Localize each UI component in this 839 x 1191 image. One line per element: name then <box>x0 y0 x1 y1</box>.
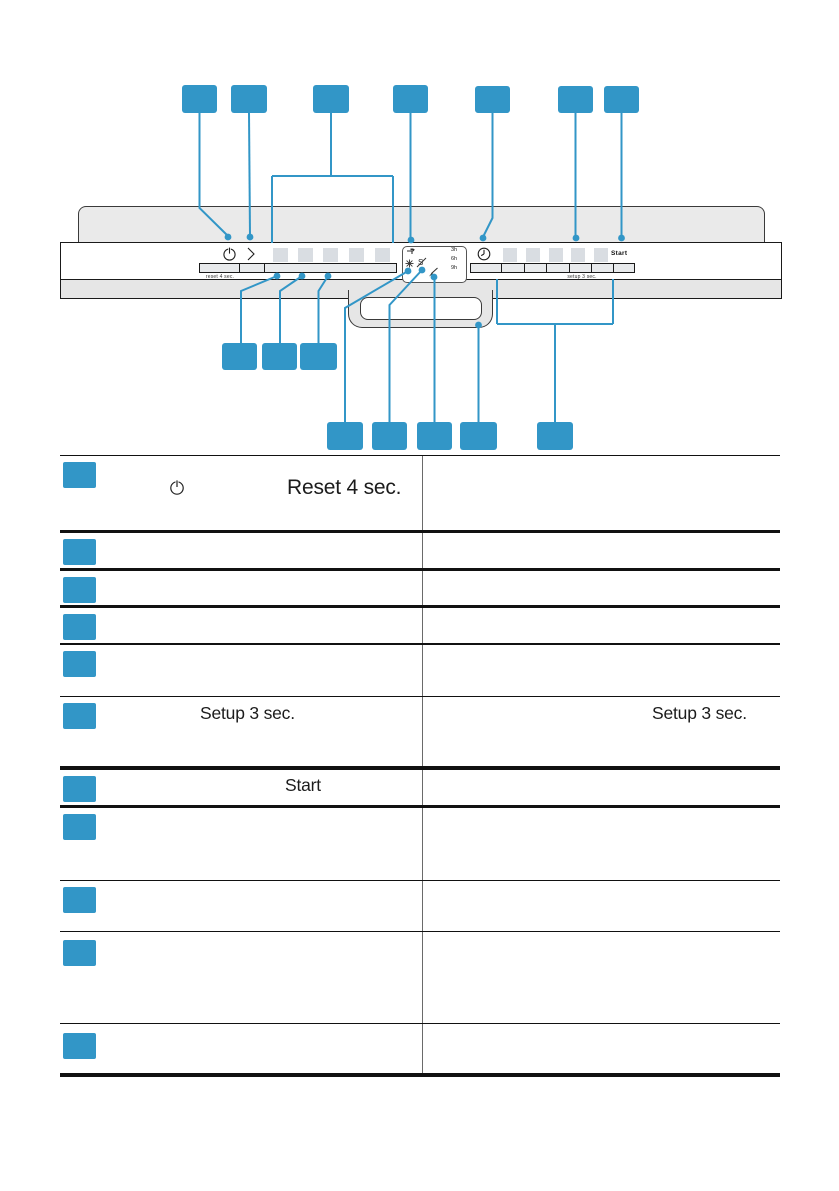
callout-box-middle-2 <box>262 343 297 370</box>
table-row-7: Start <box>60 770 780 808</box>
time-delay-clock-icon <box>477 247 491 261</box>
row-1-left-text: Reset 4 sec. <box>287 476 402 499</box>
bar-divider <box>590 264 592 272</box>
bar-divider <box>501 264 503 272</box>
callout-number-box <box>63 614 96 640</box>
bar-divider <box>568 264 570 272</box>
callout-number-box <box>63 776 96 802</box>
column-divider <box>422 697 423 766</box>
start-button-label: Start <box>611 250 628 257</box>
callout-box-middle-1 <box>222 343 257 370</box>
table-row-6: Setup 3 sec. Setup 3 sec. <box>60 697 780 770</box>
program-selector-bar <box>199 263 397 273</box>
callout-box-top-6 <box>558 86 593 113</box>
table-row-9 <box>60 881 780 932</box>
callout-number-box <box>63 462 96 488</box>
bar-divider <box>546 264 548 272</box>
callout-box-top-5 <box>475 86 510 113</box>
control-panel-diagram: reset 4 sec. S 3h 6h 9h <box>0 0 839 455</box>
callout-number-box <box>63 814 96 840</box>
table-row-3 <box>60 571 780 608</box>
callout-number-box <box>63 940 96 966</box>
delay-time-6h: 6h <box>451 256 458 262</box>
column-divider <box>422 608 423 643</box>
setup-bar-label: setup 3 sec. <box>567 274 597 280</box>
row-6-left-text: Setup 3 sec. <box>200 703 295 723</box>
option-selector-bar <box>470 263 635 273</box>
power-standby-icon <box>170 480 184 495</box>
callout-box-bottom-5 <box>537 422 573 450</box>
program-button-2 <box>298 248 313 262</box>
table-row-1: Reset 4 sec. <box>60 456 780 533</box>
salt-refill-icon: S <box>416 257 427 268</box>
column-divider <box>422 808 423 880</box>
table-row-8 <box>60 808 780 881</box>
bar-divider <box>613 264 615 272</box>
bar-divider <box>264 264 266 272</box>
callout-box-top-4 <box>393 85 428 113</box>
table-row-11 <box>60 1024 780 1077</box>
dishwasher-door-top <box>78 206 765 242</box>
callout-number-box <box>63 887 96 913</box>
column-divider <box>422 932 423 1023</box>
callout-box-top-2 <box>231 85 267 113</box>
option-button-1 <box>503 248 517 262</box>
legend-table: Reset 4 sec. Setup 3 sec. Setup 3 sec. <box>60 455 780 1077</box>
option-button-2 <box>526 248 540 262</box>
program-button-4 <box>349 248 364 262</box>
delay-time-3h: 3h <box>451 247 458 253</box>
program-button-5 <box>375 248 390 262</box>
table-row-5 <box>60 645 780 697</box>
door-handle-grip <box>360 297 482 320</box>
callout-box-top-7 <box>604 86 639 113</box>
column-divider <box>422 770 423 805</box>
row-7-left-text: Start <box>285 775 321 795</box>
callout-number-box <box>63 539 96 565</box>
rinse-aid-refill-icon <box>405 259 414 268</box>
cleaning-brush-icon <box>429 267 438 277</box>
delay-time-9h: 9h <box>451 265 458 271</box>
column-divider <box>422 645 423 696</box>
table-row-10 <box>60 932 780 1024</box>
svg-text:S: S <box>418 258 423 267</box>
callout-number-box <box>63 1033 96 1059</box>
bar-divider <box>239 264 241 272</box>
program-button-1 <box>273 248 288 262</box>
program-button-3 <box>323 248 338 262</box>
table-row-4 <box>60 608 780 645</box>
door-open-chevron-icon <box>247 247 255 261</box>
bar-divider <box>523 264 525 272</box>
column-divider <box>422 533 423 568</box>
table-row-2 <box>60 533 780 571</box>
callout-box-bottom-2 <box>372 422 407 450</box>
option-button-4 <box>571 248 585 262</box>
callout-number-box <box>63 651 96 677</box>
callout-box-top-1 <box>182 85 217 113</box>
callout-box-bottom-1 <box>327 422 363 450</box>
callout-box-bottom-4 <box>460 422 497 450</box>
column-divider <box>422 881 423 931</box>
callout-box-bottom-3 <box>417 422 452 450</box>
option-button-3 <box>549 248 563 262</box>
callout-box-top-3 <box>313 85 349 113</box>
column-divider <box>422 571 423 605</box>
column-divider <box>422 456 423 530</box>
power-standby-icon <box>223 247 236 261</box>
column-divider <box>422 1024 423 1073</box>
option-button-5 <box>594 248 608 262</box>
callout-number-box <box>63 703 96 729</box>
callout-number-box <box>63 577 96 603</box>
water-supply-faucet-icon <box>407 248 415 254</box>
callout-box-middle-3 <box>300 343 337 370</box>
reset-bar-label: reset 4 sec. <box>205 274 235 280</box>
row-6-right-text: Setup 3 sec. <box>652 703 747 723</box>
